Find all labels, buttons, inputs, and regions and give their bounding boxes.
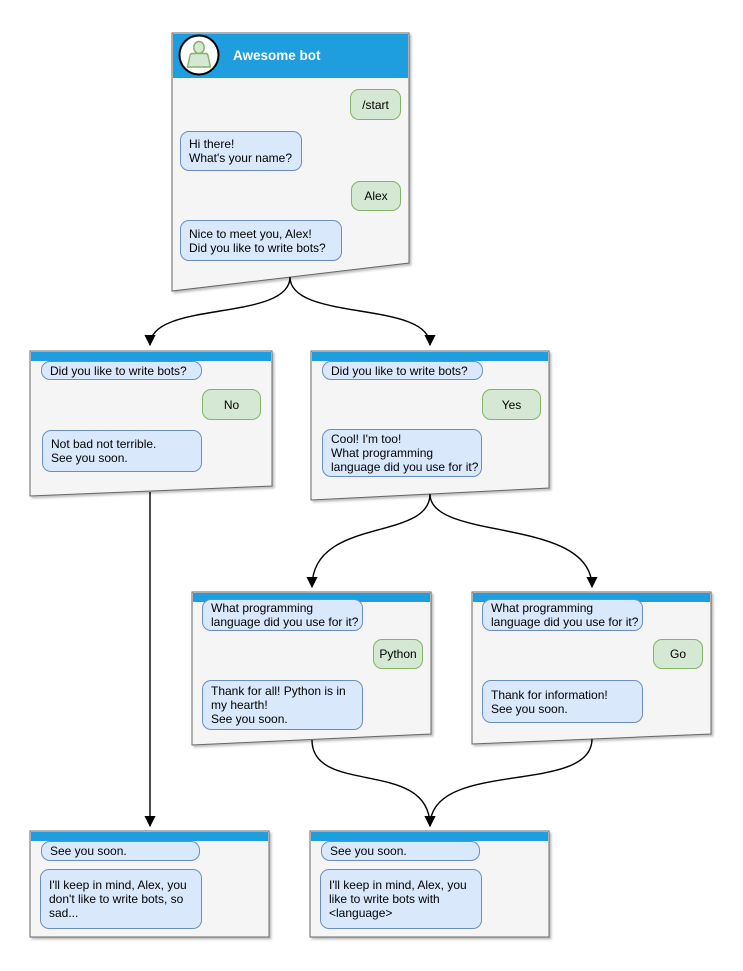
connector-yes-to-go [429,493,598,589]
bot-message-thanks-python: Thank for all! Python is in my hearth! S… [202,680,363,730]
bot-message-question-no: Did you like to write bots? [41,361,202,380]
go-card-header [473,593,710,602]
user-message-yes: Yes [482,389,541,420]
end-yes-card-header [311,832,548,841]
yes-card-header [312,352,548,361]
bot-message-thanks-go: Thank for information! See you soon. [482,680,643,723]
bot-message-question-python: What programming language did you use fo… [202,599,363,631]
bot-message-see-you-yes: See you soon. [321,841,480,861]
bot-message-question-yes: Did you like to write bots? [322,361,483,380]
bot-title: Awesome bot [233,48,321,63]
python-card-header [193,593,430,602]
no-card-header [31,352,271,361]
bot-message-nice-to-meet: Nice to meet you, Alex! Did you like to … [180,220,342,261]
connector-main-to-no [144,276,291,347]
connector-go-to-end-yes [424,738,593,828]
user-message-go: Go [653,639,703,669]
bot-message-greeting: Hi there! What's your name? [180,131,302,171]
bot-message-not-bad: Not bad not terrible. See you soon. [42,430,202,472]
bot-message-cool: Cool! I'm too! What programming language… [322,429,482,477]
bot-message-question-go: What programming language did you use fo… [482,599,643,631]
bot-message-keep-in-mind-yes: I'll keep in mind, Alex, you like to wri… [320,869,482,929]
end-no-card-header [31,832,268,841]
user-message-start: /start [350,89,401,120]
user-message-python: Python [373,639,423,669]
bot-message-keep-in-mind-no: I'll keep in mind, Alex, you don't like … [40,869,202,929]
user-message-no: No [202,389,261,420]
user-message-name: Alex [351,181,401,211]
connector-main-to-yes [289,276,436,347]
bot-message-see-you-no: See you soon. [41,841,200,861]
person-icon [178,34,220,76]
connector-python-to-end-yes [311,739,436,828]
connector-yes-to-python [306,493,431,589]
bot-avatar [178,34,220,76]
